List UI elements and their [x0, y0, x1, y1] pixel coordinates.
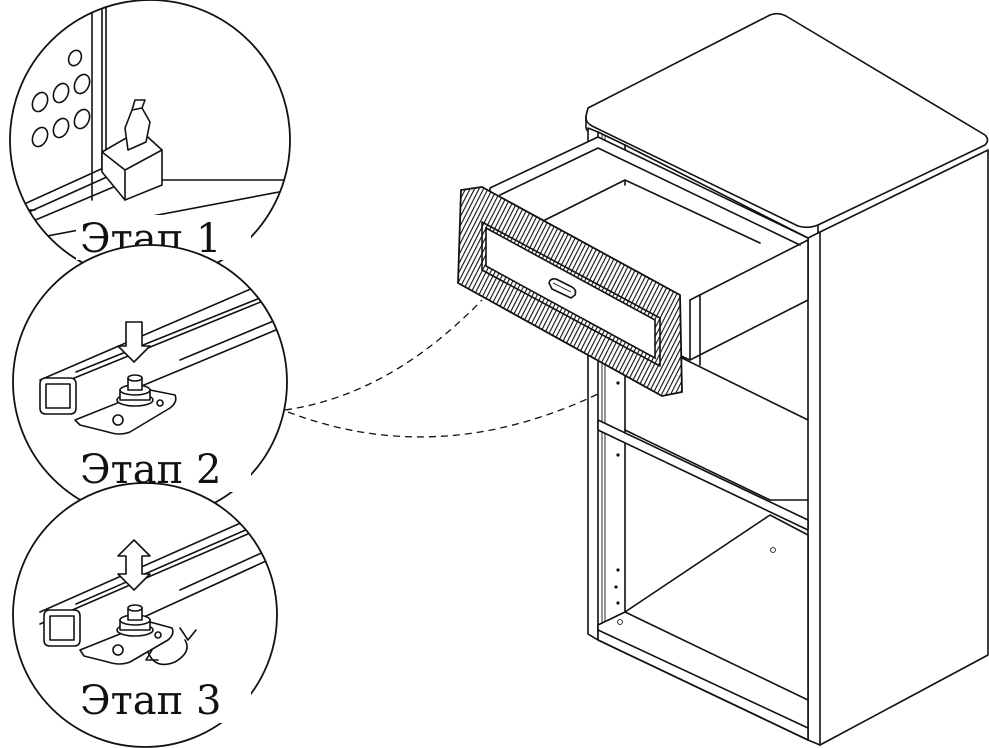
- step-3-label: Этап 3: [80, 678, 221, 724]
- cabinet-shelf: [597, 419, 809, 531]
- drawer: [457, 136, 809, 397]
- drawer-handle: [548, 278, 577, 299]
- detail-circle-1: Этап 1: [9, 0, 291, 281]
- system-holes: [31, 49, 91, 148]
- adjuster-bolt: [116, 604, 154, 637]
- rail-profile: [43, 609, 81, 647]
- cabinet-right-side: [807, 149, 989, 746]
- cabinet-bottom: [597, 514, 809, 741]
- leader-line-upper: [284, 299, 483, 411]
- cabinet-top: [585, 12, 989, 229]
- detail-circle-2: Этап 2: [12, 244, 288, 520]
- adjuster-bolt: [116, 374, 154, 407]
- arrow-down-icon: [117, 321, 151, 363]
- arrow-up-down-icon: [117, 539, 151, 591]
- detail-circle-3: Этап 3: [12, 482, 278, 748]
- leader-line-lower: [287, 392, 601, 438]
- rail-profile: [39, 377, 77, 415]
